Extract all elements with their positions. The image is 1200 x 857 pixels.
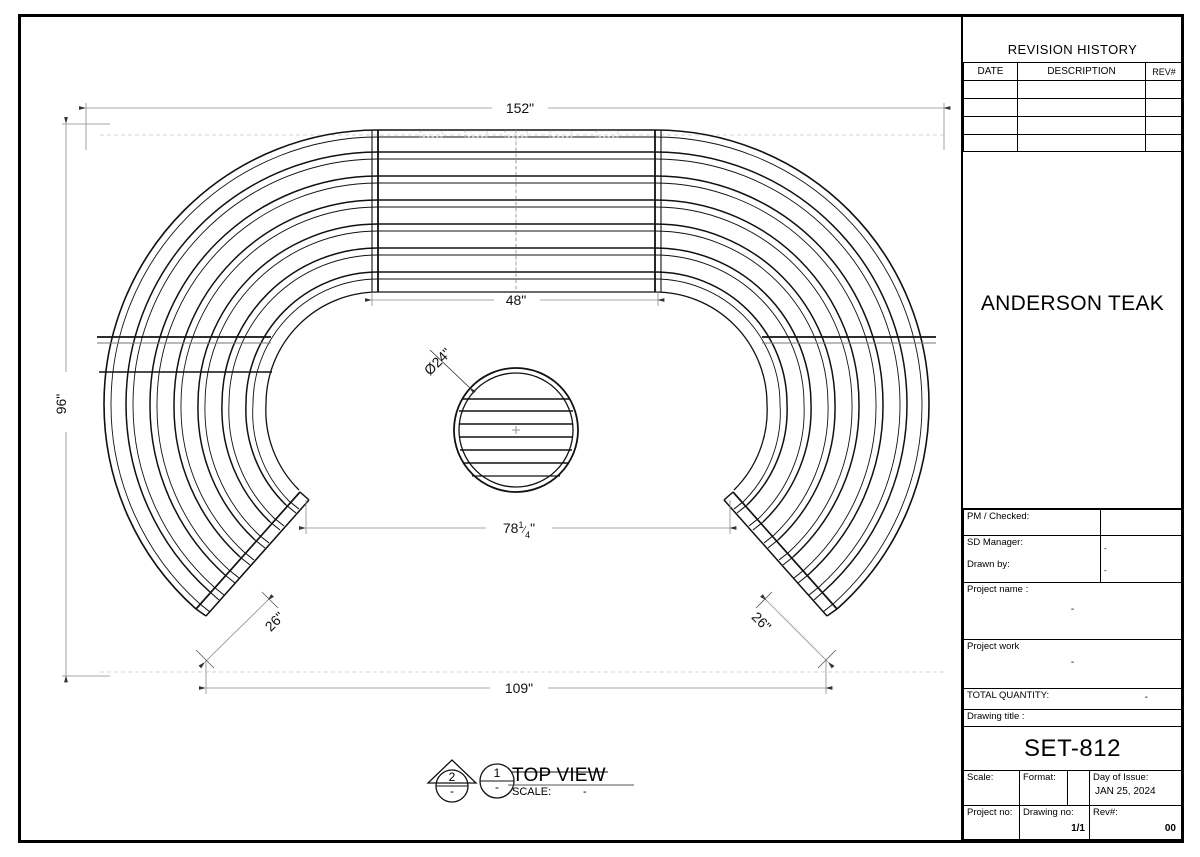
dim-table-diameter: Ø24" xyxy=(421,345,455,379)
detail-bubble-left-sub: - xyxy=(450,784,454,798)
rev-label: Rev#: xyxy=(1089,805,1182,840)
detail-bubble-right-number: 1 xyxy=(494,766,501,780)
center-table xyxy=(453,367,579,493)
format-value[interactable] xyxy=(1067,770,1089,805)
title-block: PM / Checked: SD Manager: Drawn by: - - … xyxy=(963,509,1182,840)
rev-row-rev[interactable] xyxy=(1145,98,1182,116)
project-name-value[interactable]: - xyxy=(1070,604,1075,615)
sheet-border xyxy=(18,14,1184,843)
rev-row-rev[interactable] xyxy=(1145,134,1182,152)
project-work-value[interactable]: - xyxy=(1070,657,1075,668)
project-no-label: Project no: xyxy=(963,805,1019,840)
rev-row-date[interactable] xyxy=(963,98,1017,116)
drawing-title-value: SET-812 xyxy=(963,726,1182,770)
revision-history-title: REVISION HISTORY xyxy=(1007,42,1138,57)
drawing-title-label: Drawing title : xyxy=(963,709,1182,726)
detail-bubble-left-number: 2 xyxy=(449,770,456,784)
dimension-lines xyxy=(62,103,951,694)
rev-col-rev: REV# xyxy=(1145,62,1182,80)
dim-arm-left: 26" xyxy=(262,609,288,635)
total-quantity-label: TOTAL QUANTITY: xyxy=(963,688,1182,709)
day-of-issue-value: JAN 25, 2024 xyxy=(1095,786,1156,797)
view-title: TOP VIEW xyxy=(512,765,606,786)
dimension-texts: 152" 48" 781⁄4" 109" 96" 26" 26" Ø24" xyxy=(53,100,774,696)
rev-row-date[interactable] xyxy=(963,116,1017,134)
sd-manager-label: SD Manager: xyxy=(963,535,1100,558)
rev-col-description: DESCRIPTION xyxy=(1017,62,1145,80)
rev-row-rev[interactable] xyxy=(1145,80,1182,98)
revision-history-block: REVISION HISTORY DATE DESCRIPTION REV# xyxy=(963,42,1182,152)
pm-checked-value[interactable] xyxy=(1100,509,1182,535)
pm-checked-label: PM / Checked: xyxy=(963,509,1100,535)
dim-arm-right: 26" xyxy=(749,609,775,635)
drawing-no-label: Drawing no: xyxy=(1019,805,1089,840)
rev-row-description[interactable] xyxy=(1017,80,1145,98)
scale-label: Scale: xyxy=(963,770,1019,805)
bench-geometry xyxy=(97,129,945,673)
rev-row-date[interactable] xyxy=(963,80,1017,98)
rev-value: 00 xyxy=(1164,823,1176,834)
title-block-divider xyxy=(961,17,963,840)
dim-bottom-span: 109" xyxy=(505,680,533,696)
view-scale-label: SCALE: xyxy=(512,786,551,798)
drawn-by-value[interactable]: - xyxy=(1100,558,1182,582)
day-of-issue-label: Day of Issue: xyxy=(1089,770,1182,805)
total-quantity-value[interactable]: - xyxy=(1144,692,1148,703)
project-work-label: Project work xyxy=(963,639,1182,688)
drawing-no-value: 1/1 xyxy=(1071,823,1085,834)
project-name-label: Project name : xyxy=(963,582,1182,639)
company-panel: ANDERSON TEAK xyxy=(963,152,1182,509)
rev-col-date: DATE xyxy=(963,62,1017,80)
dim-overall-width: 152" xyxy=(506,100,534,116)
format-label: Format: xyxy=(1019,770,1067,805)
rev-row-date[interactable] xyxy=(963,134,1017,152)
view-label-group: 2 - 1 - TOP VIEW SCALE: - xyxy=(426,759,634,803)
drawn-by-label: Drawn by: xyxy=(963,558,1100,582)
dim-overall-height: 96" xyxy=(53,394,69,415)
rev-row-description[interactable] xyxy=(1017,116,1145,134)
rev-row-description[interactable] xyxy=(1017,134,1145,152)
rev-row-description[interactable] xyxy=(1017,98,1145,116)
dim-mid-span: 781⁄4" xyxy=(503,520,535,540)
detail-bubble-right-sub: - xyxy=(495,780,499,794)
view-scale-value: - xyxy=(583,786,587,798)
company-name: ANDERSON TEAK xyxy=(980,292,1165,315)
dim-inner-width: 48" xyxy=(506,292,527,308)
sd-manager-value[interactable]: - xyxy=(1100,535,1182,558)
rev-row-rev[interactable] xyxy=(1145,116,1182,134)
